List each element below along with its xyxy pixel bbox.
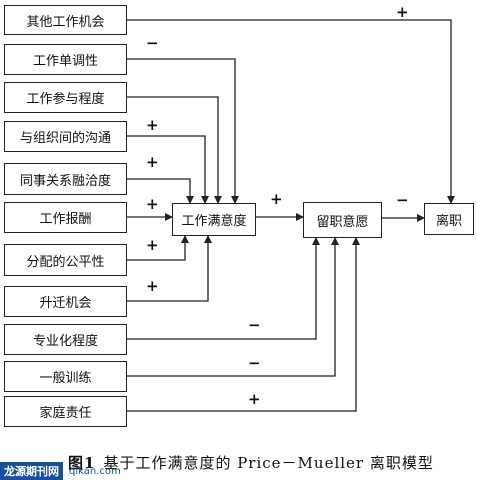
edge-specialization-to-retention: [127, 237, 320, 340]
edge-participation-to-satisfaction: [127, 96, 222, 204]
retention-node: 留职意愿: [303, 202, 382, 238]
sign-training: −: [248, 354, 261, 372]
sign-coworker: +: [146, 153, 159, 171]
figure-title: 基于工作满意度的 Price－Mueller 离职模型: [103, 454, 434, 472]
sign-monotony: −: [146, 34, 159, 52]
satisfaction-node: 工作满意度: [172, 203, 256, 236]
sign-promotion: +: [146, 277, 159, 295]
factor-specialization: 专业化程度: [4, 324, 127, 355]
turnover-node: 离职: [424, 203, 474, 235]
watermark: 龙源期刊网 qikan.com: [0, 462, 121, 480]
edge-coworker-to-satisfaction: [127, 178, 194, 204]
factor-pay: 工作报酬: [4, 202, 127, 233]
watermark-site: qikan.com: [69, 465, 121, 477]
factor-monotony: 工作单调性: [4, 44, 127, 75]
sign-communication: +: [146, 116, 159, 134]
figure-number: 图1: [68, 454, 96, 472]
factor-other-jobs: 其他工作机会: [4, 5, 127, 35]
factor-fairness: 分配的公平性: [4, 244, 127, 276]
edge-promotion-to-satisfaction: [127, 235, 212, 302]
sign-pay: +: [146, 195, 159, 213]
sign-satisfaction-to-retention: +: [270, 190, 283, 208]
factor-promotion: 升迁机会: [4, 286, 127, 317]
factor-training: 一般训练: [4, 361, 127, 392]
factor-family: 家庭责任: [4, 396, 127, 427]
sign-specialization: −: [248, 316, 261, 334]
factor-communication: 与组织间的沟通: [4, 121, 127, 152]
sign-other-jobs: +: [396, 3, 409, 21]
sign-family: +: [248, 390, 261, 408]
edge-monotony-to-satisfaction: [127, 58, 239, 204]
edge-family-to-retention: [127, 237, 360, 412]
sign-fairness: +: [146, 236, 159, 254]
edge-training-to-retention: [127, 237, 339, 377]
factor-participation: 工作参与程度: [4, 82, 127, 113]
factor-coworker: 同事关系融洽度: [4, 163, 127, 195]
figure-caption: 图1 基于工作满意度的 Price－Mueller 离职模型: [68, 452, 434, 473]
edge-fairness-to-satisfaction: [127, 235, 189, 261]
watermark-brand: 龙源期刊网: [0, 462, 63, 480]
sign-retention-to-turnover: −: [396, 191, 409, 209]
edge-other-jobs-to-turnover: [127, 19, 455, 204]
edge-communication-to-satisfaction: [127, 135, 209, 204]
